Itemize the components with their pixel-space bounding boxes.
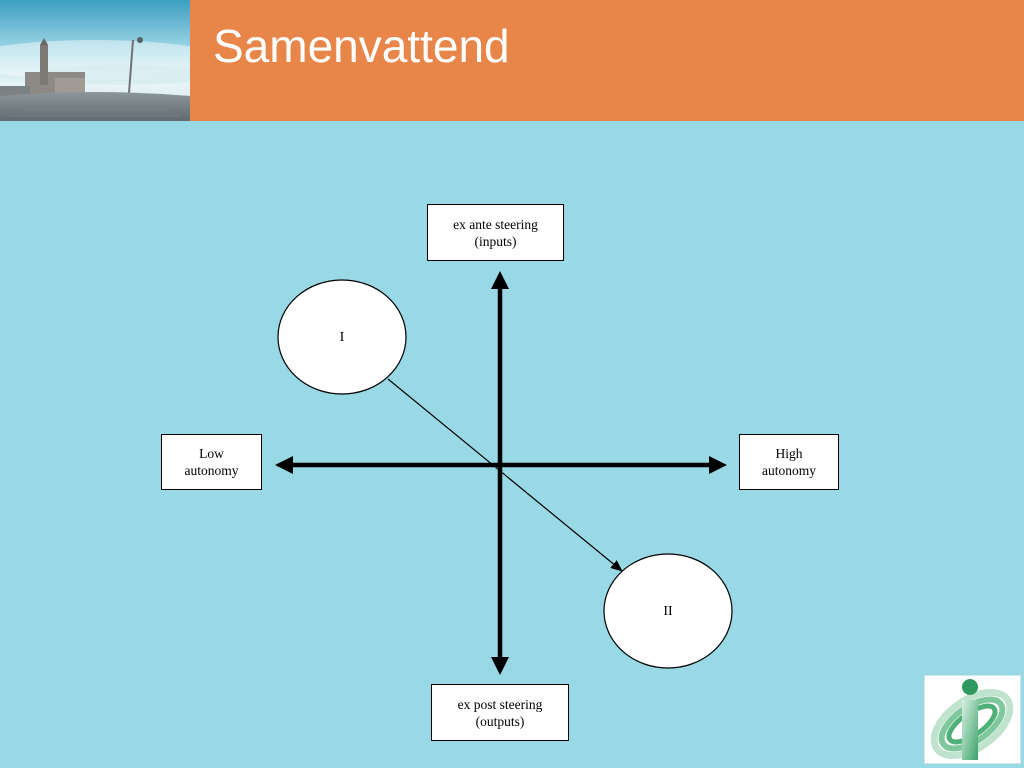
transition-arrow [387,378,623,572]
ellipse-ii-label: II [663,604,673,619]
high-autonomy-label: autonomy [762,463,816,478]
ellipse-i-label: I [339,330,345,345]
ex-ante-steering-label: ex ante steering [453,216,538,232]
institution-logo [924,675,1021,764]
ellipse-ii [603,553,733,669]
ex-ante-steering-box: ex ante steering (inputs) [427,204,564,261]
outputs-label: (outputs) [475,713,525,729]
low-autonomy-box: Low autonomy [161,434,262,490]
inputs-label: (inputs) [474,233,517,249]
city-square-photo-icon [0,0,190,121]
ex-post-steering-box: ex post steering (outputs) [431,684,569,741]
high-autonomy-box: High autonomy [739,434,839,490]
header-photo [0,0,190,121]
low-label: Low [199,446,224,461]
slide-title: Samenvattend [213,20,510,72]
ex-post-steering-label: ex post steering [457,696,543,712]
institution-logo-icon [930,679,1014,760]
header-bar [190,0,1024,121]
high-label: High [775,446,803,461]
ellipse-i [277,279,407,395]
low-autonomy-label: autonomy [184,463,239,478]
